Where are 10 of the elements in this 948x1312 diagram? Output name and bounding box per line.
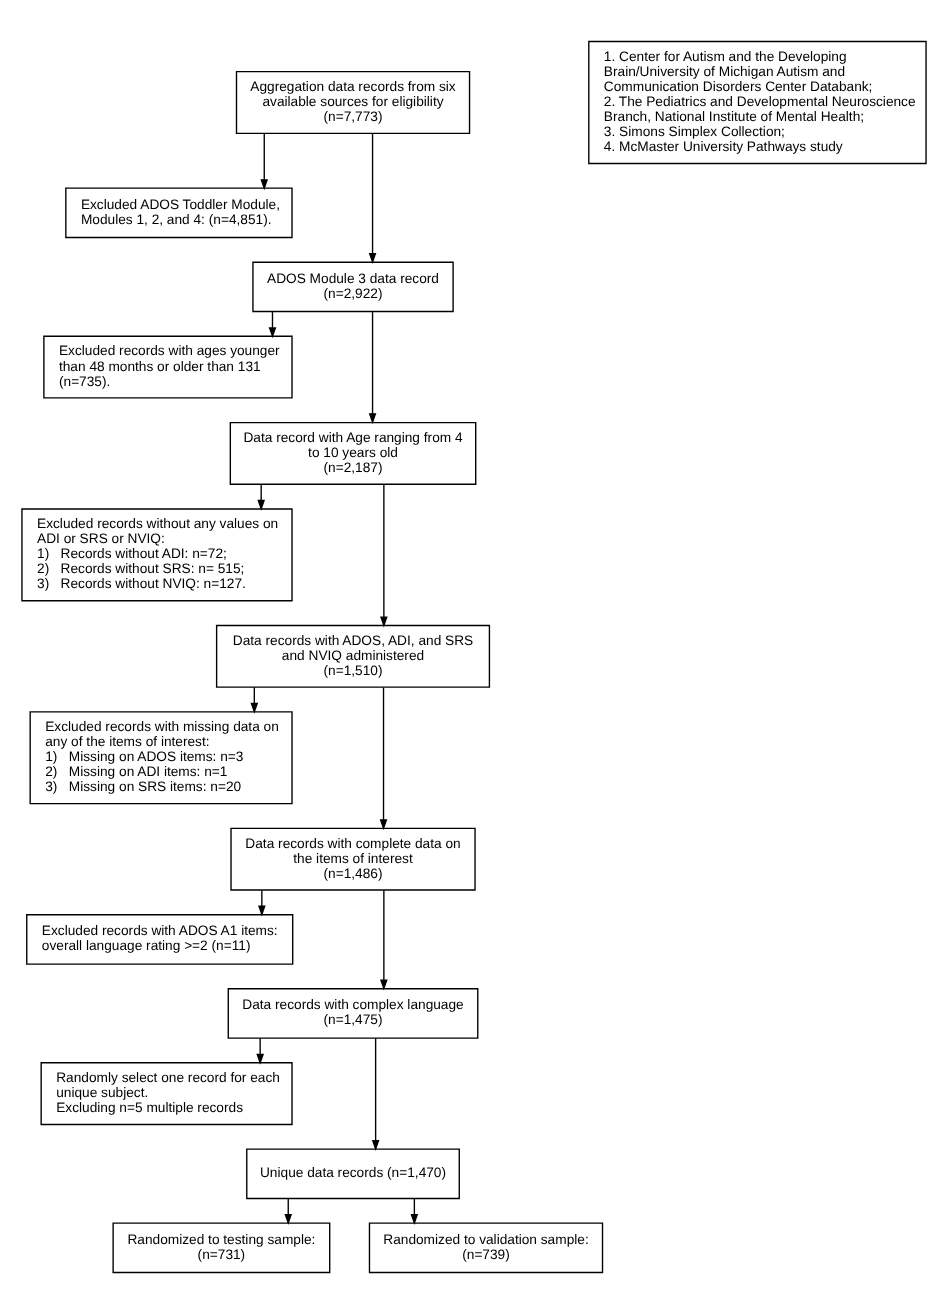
arrow (380, 483, 388, 627)
arrow (368, 310, 377, 424)
arrow (257, 482, 265, 510)
arrow (258, 888, 266, 916)
arrow (380, 888, 388, 990)
arrow (368, 131, 377, 263)
arrow (260, 132, 269, 190)
arrow (379, 685, 388, 830)
arrow (371, 1036, 380, 1150)
arrow (256, 1036, 264, 1064)
